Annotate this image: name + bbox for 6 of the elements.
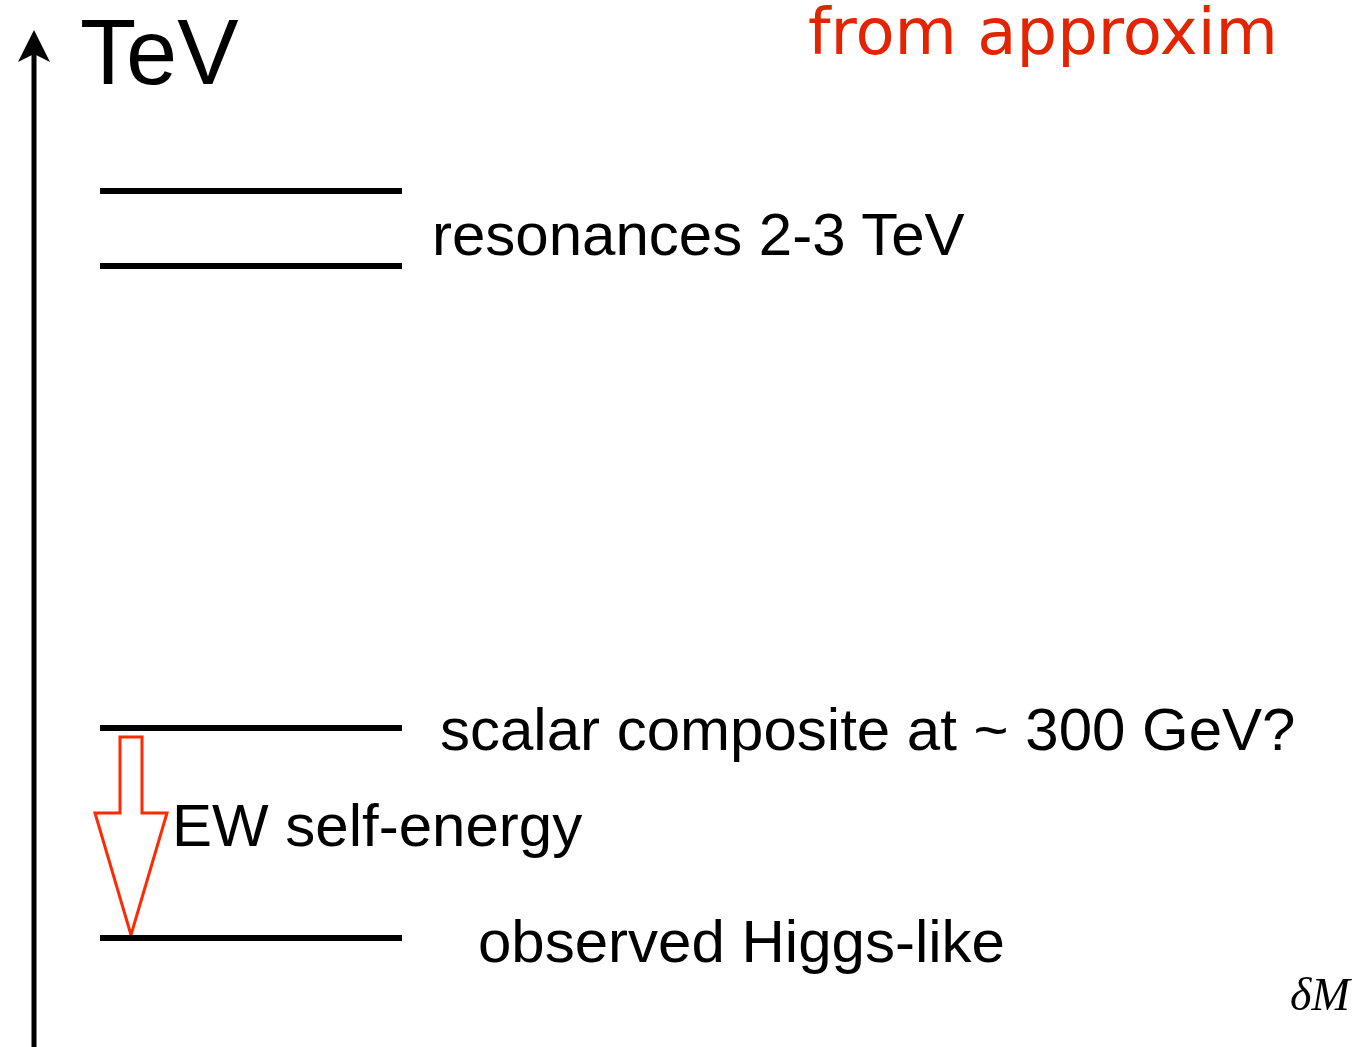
edge-label: EW self-energy <box>172 796 583 856</box>
level-label: observed Higgs-like <box>478 912 1005 972</box>
axis-label: TeV <box>80 6 239 98</box>
formula-text: δM <box>1290 972 1350 1018</box>
level-label: resonances 2-3 TeV <box>432 205 965 265</box>
level-label: scalar composite at ~ 300 GeV? <box>440 700 1296 760</box>
